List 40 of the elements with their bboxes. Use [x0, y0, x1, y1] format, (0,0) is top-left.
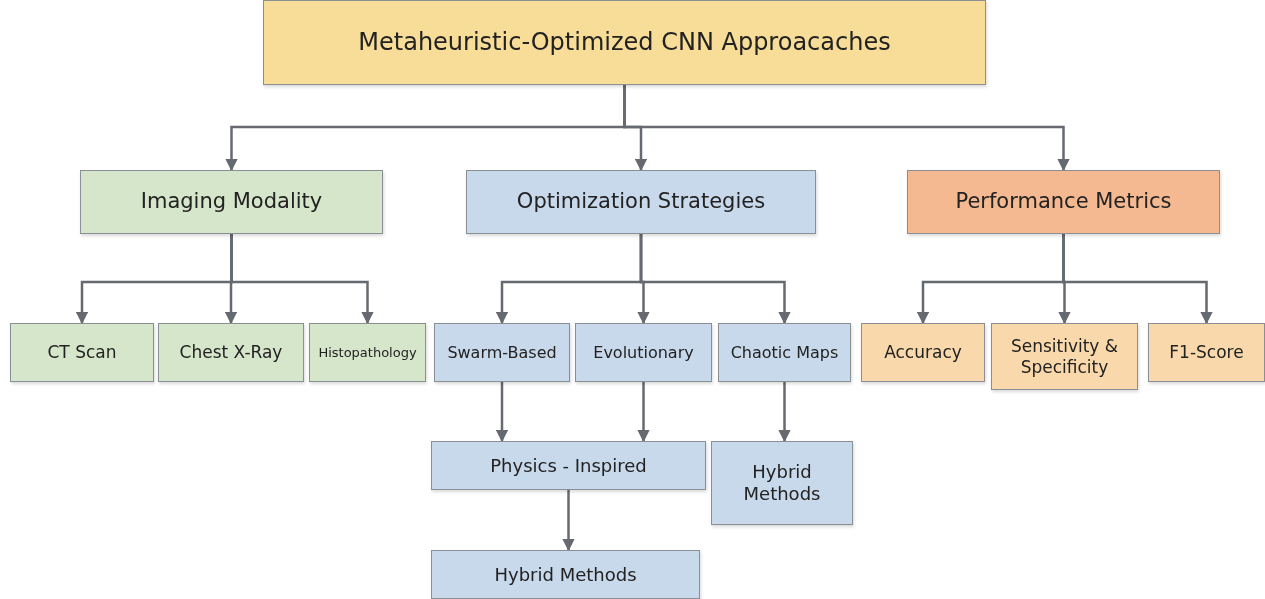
node-label: Hybrid Methods [494, 563, 637, 586]
method-box [431, 550, 700, 599]
arrow [778, 382, 791, 443]
node-label: Metaheuristic-Optimized CNN Approacaches [358, 28, 891, 57]
node-label: CT Scan [47, 342, 117, 363]
leaf-box [861, 323, 985, 382]
category-box [80, 170, 383, 234]
node-label: Chest X-Ray [179, 342, 283, 363]
arrow [637, 382, 650, 443]
node-label: Sensitivity & Specificity [1009, 336, 1120, 377]
leaf-box [158, 323, 304, 382]
leaf-box [10, 323, 154, 382]
node-label: Accuracy [884, 342, 962, 363]
node-label: F1-Score [1169, 342, 1244, 363]
arrow [230, 234, 374, 325]
title-box [263, 0, 986, 85]
node-label: Chaotic Maps [730, 342, 839, 363]
node-label: Optimization Strategies [516, 189, 766, 215]
node-label: Performance Metrics [955, 189, 1172, 215]
node-label: Histopathology [318, 344, 417, 361]
leaf-box [309, 323, 426, 382]
node-label: Evolutionary [593, 342, 694, 363]
node-label: Imaging Modality [140, 189, 323, 215]
arrow [639, 234, 791, 325]
leaf-box [1148, 323, 1265, 382]
node-label: Physics - Inspired [490, 454, 647, 477]
arrow [562, 490, 575, 552]
arrow [1062, 234, 1213, 325]
leaf-box [434, 323, 570, 382]
category-box [466, 170, 816, 234]
method-box [711, 441, 853, 525]
node-label: Hybrid Methods [742, 461, 822, 505]
node-label: Swarm-Based [447, 342, 557, 363]
arrow [495, 382, 509, 443]
category-box [907, 170, 1220, 234]
leaf-box [575, 323, 712, 382]
method-box [431, 441, 706, 490]
arrow [623, 85, 1070, 172]
leaf-box [991, 323, 1138, 390]
leaf-box [718, 323, 851, 382]
